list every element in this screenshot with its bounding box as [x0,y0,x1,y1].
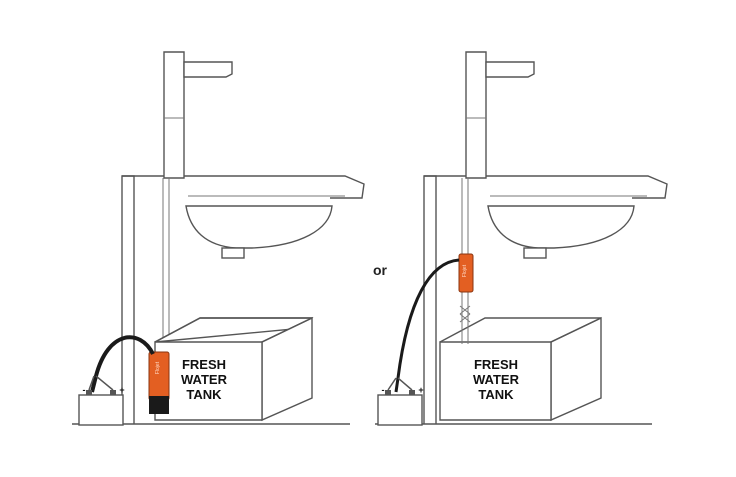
left-tank-label-line2: WATER [181,372,228,387]
left-battery-neg-label: - [83,385,86,395]
left-pump-marking: Flojet [155,361,161,374]
left-tank: FRESH WATER TANK [154,316,314,422]
right-battery: - + [377,377,424,426]
right-basin [487,205,635,249]
right-pump-marking: Flojet [462,264,468,277]
left-countertop [122,175,365,199]
right-power-cable [394,258,460,393]
right-faucet-column [465,51,487,179]
right-tank-label-line1: FRESH [474,357,518,372]
right-tank: FRESH WATER TANK [439,316,602,422]
right-countertop [424,175,668,199]
right-panel: FRESH WATER TANK Flojet - + [375,51,668,426]
or-separator-label: or [373,262,388,278]
left-faucet-column [163,51,185,179]
left-battery-pos-label: + [119,385,124,395]
left-battery: - + [78,375,125,426]
right-drain [523,247,547,259]
left-faucet-spout [183,61,233,78]
left-power-cable [90,335,155,393]
left-tank-label-line3: TANK [186,387,222,402]
left-drain [221,247,245,259]
right-faucet-spout [485,61,535,78]
right-strainer [459,305,471,323]
right-battery-pos-label: + [418,385,423,395]
left-basin [185,205,333,249]
left-pump: Flojet [148,351,170,414]
right-pump: Flojet [458,253,474,293]
left-tank-label-line1: FRESH [182,357,226,372]
right-battery-neg-label: - [382,385,385,395]
right-cabinet-wall [423,175,437,424]
left-panel: FRESH WATER TANK Flojet - + [72,51,365,426]
right-tank-label-line3: TANK [478,387,514,402]
right-tank-label-line2: WATER [473,372,520,387]
